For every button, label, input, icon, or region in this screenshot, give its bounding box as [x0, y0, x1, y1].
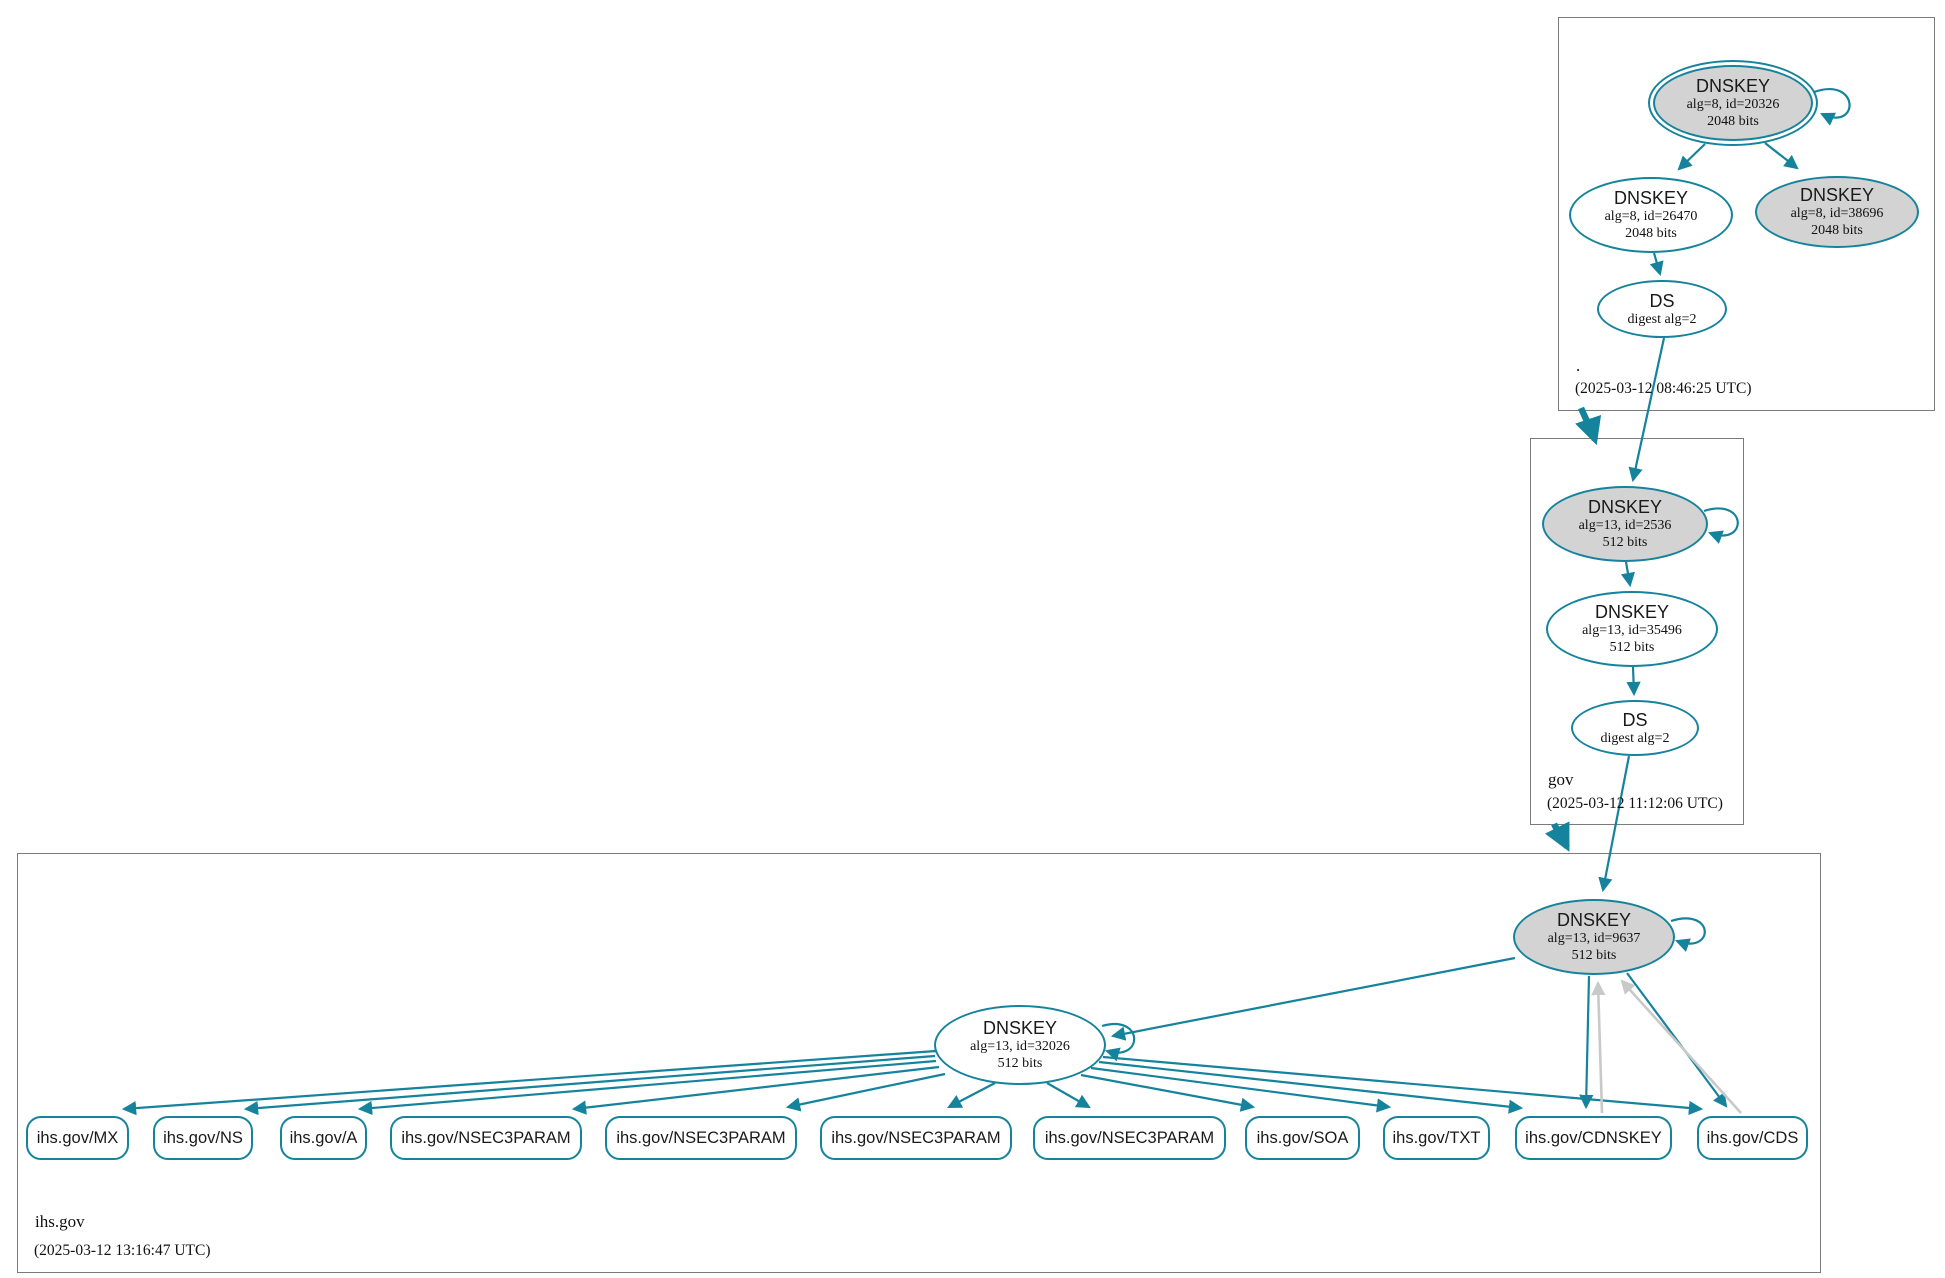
node-bits: 512 bits [1609, 640, 1655, 655]
zone-timestamp-gov: (2025-03-12 11:12:06 UTC) [1547, 795, 1723, 812]
edge-gov-zone-to-ihs-zone [1545, 821, 1570, 852]
edge-zsk-to-cds [1102, 1055, 1704, 1116]
rrset-label: ihs.gov/NSEC3PARAM [616, 1128, 786, 1147]
edge-ihs-ksk-to-zsk [1110, 956, 1516, 1041]
edge-root-ksk-to-key3 [1764, 142, 1799, 170]
rrset-label: ihs.gov/NSEC3PARAM [1044, 1128, 1215, 1147]
edge-gov-ksk-selfloop [1703, 507, 1739, 544]
rrset-ihs-gov-nsec3param-1: ihs.gov/NSEC3PARAM [390, 1116, 582, 1160]
node-attrs: alg=13, id=9637 [1547, 931, 1641, 946]
edge-zsk-to-nsec3param-1 [571, 1065, 940, 1115]
edge-root-zsk-to-ds [1649, 252, 1664, 277]
edge-root-ds-to-gov-ksk [1628, 337, 1666, 483]
edge-gov-zsk-to-ds [1626, 666, 1641, 697]
rrset-label: ihs.gov/CDS [1706, 1128, 1799, 1147]
edge-zsk-to-mx [121, 1049, 937, 1116]
node-ihs-zsk-dnskey: DNSKEY alg=13, id=32026 512 bits [934, 1005, 1106, 1085]
node-bits: 2048 bits [1811, 223, 1863, 238]
node-ihs-ksk-dnskey: DNSKEY alg=13, id=9637 512 bits [1513, 899, 1675, 975]
node-root-ds: DS digest alg=2 [1597, 280, 1727, 338]
edge-root-zone-to-gov-zone [1575, 406, 1602, 446]
node-attrs: alg=8, id=26470 [1604, 209, 1698, 224]
edge-zsk-to-soa [1080, 1073, 1256, 1112]
rrset-ihs-gov-mx: ihs.gov/MX [26, 1116, 129, 1160]
node-title: DS [1649, 290, 1675, 311]
node-title: DNSKEY [982, 1018, 1058, 1038]
node-attrs: alg=13, id=2536 [1578, 518, 1672, 533]
node-title: DNSKEY [1594, 602, 1670, 622]
rrset-ihs-gov-nsec3param-2: ihs.gov/NSEC3PARAM [605, 1116, 797, 1160]
zone-timestamp-root: (2025-03-12 08:46:25 UTC) [1575, 380, 1752, 397]
node-attrs: alg=13, id=35496 [1582, 623, 1682, 638]
node-bits: 512 bits [997, 1056, 1043, 1071]
node-attrs: digest alg=2 [1600, 730, 1670, 746]
node-title: DNSKEY [1556, 910, 1632, 930]
node-root-dnskey-38696: DNSKEY alg=8, id=38696 2048 bits [1755, 176, 1919, 248]
node-gov-zsk-dnskey: DNSKEY alg=13, id=35496 512 bits [1546, 591, 1718, 667]
zone-label-gov: gov [1548, 770, 1574, 789]
rrset-ihs-gov-nsec3param-3: ihs.gov/NSEC3PARAM [820, 1116, 1012, 1160]
edge-ihs-zsk-selfloop [1101, 1023, 1136, 1062]
zone-timestamp-ihs-gov: (2025-03-12 13:16:47 UTC) [34, 1242, 211, 1259]
edge-root-ksk-selfloop [1813, 88, 1851, 126]
rrset-ihs-gov-a: ihs.gov/A [280, 1116, 367, 1160]
edge-ihs-ksk-selfloop [1670, 917, 1706, 952]
node-root-zsk-dnskey: DNSKEY alg=8, id=26470 2048 bits [1569, 177, 1733, 253]
rrset-label: ihs.gov/NSEC3PARAM [401, 1128, 571, 1147]
edge-gov-ds-to-ihs-ksk [1598, 755, 1631, 893]
zone-box-ihs-gov [17, 853, 1821, 1273]
node-title: DNSKEY [1799, 185, 1875, 205]
node-attrs: alg=8, id=20326 [1686, 97, 1780, 112]
node-gov-ds: DS digest alg=2 [1571, 700, 1699, 756]
zone-label-root: . [1576, 356, 1581, 375]
node-bits: 512 bits [1571, 948, 1617, 963]
rrset-label: ihs.gov/TXT [1392, 1128, 1481, 1147]
edge-zsk-to-nsec3param-2 [785, 1072, 946, 1112]
edge-zsk-to-nsec3param-4 [1046, 1082, 1091, 1109]
rrset-ihs-gov-ns: ihs.gov/NS [153, 1116, 253, 1160]
edge-cdnskey-to-ksk-gray [1591, 980, 1606, 1114]
rrset-ihs-gov-cdnskey: ihs.gov/CDNSKEY [1515, 1116, 1672, 1160]
rrset-ihs-gov-txt: ihs.gov/TXT [1383, 1116, 1490, 1160]
edge-zsk-to-txt [1090, 1066, 1392, 1113]
edge-ksk-to-cdnskey [1579, 975, 1594, 1110]
edge-root-ksk-to-zsk [1677, 143, 1706, 171]
edge-ksk-to-cds [1626, 972, 1728, 1108]
zone-box-root [1558, 17, 1935, 411]
node-attrs: alg=13, id=32026 [970, 1039, 1070, 1054]
node-title: DNSKEY [1587, 497, 1663, 517]
edge-zsk-to-ns [243, 1054, 936, 1116]
node-title: DNSKEY [1613, 188, 1689, 208]
rrset-label: ihs.gov/SOA [1256, 1128, 1349, 1147]
edge-zsk-to-cdnskey [1098, 1060, 1524, 1114]
rrset-label: ihs.gov/NS [163, 1128, 243, 1147]
edge-zsk-to-nsec3param-3 [947, 1082, 996, 1108]
rrset-label: ihs.gov/NSEC3PARAM [831, 1128, 1001, 1147]
edge-gov-ksk-to-zsk [1620, 561, 1635, 588]
zone-label-ihs-gov: ihs.gov [35, 1212, 85, 1231]
edge-cds-to-ksk-gray [1620, 979, 1742, 1114]
rrset-label: ihs.gov/MX [36, 1128, 119, 1147]
node-bits: 2048 bits [1625, 226, 1677, 241]
zone-box-gov [1530, 438, 1744, 825]
node-attrs: digest alg=2 [1627, 311, 1697, 327]
rrset-ihs-gov-soa: ihs.gov/SOA [1245, 1116, 1360, 1160]
node-attrs: alg=8, id=38696 [1790, 206, 1884, 221]
rrset-label: ihs.gov/CDNSKEY [1525, 1128, 1662, 1147]
rrset-ihs-gov-nsec3param-4: ihs.gov/NSEC3PARAM [1033, 1116, 1226, 1160]
node-gov-ksk-dnskey: DNSKEY alg=13, id=2536 512 bits [1542, 486, 1708, 562]
node-root-ksk-dnskey: DNSKEY alg=8, id=20326 2048 bits [1648, 60, 1818, 146]
node-title: DS [1622, 709, 1648, 730]
rrset-ihs-gov-cds: ihs.gov/CDS [1697, 1116, 1808, 1160]
node-title: DNSKEY [1695, 76, 1771, 96]
edge-zsk-to-a [357, 1059, 937, 1116]
rrset-label: ihs.gov/A [289, 1128, 358, 1147]
node-bits: 2048 bits [1707, 114, 1759, 129]
node-bits: 512 bits [1602, 535, 1648, 550]
